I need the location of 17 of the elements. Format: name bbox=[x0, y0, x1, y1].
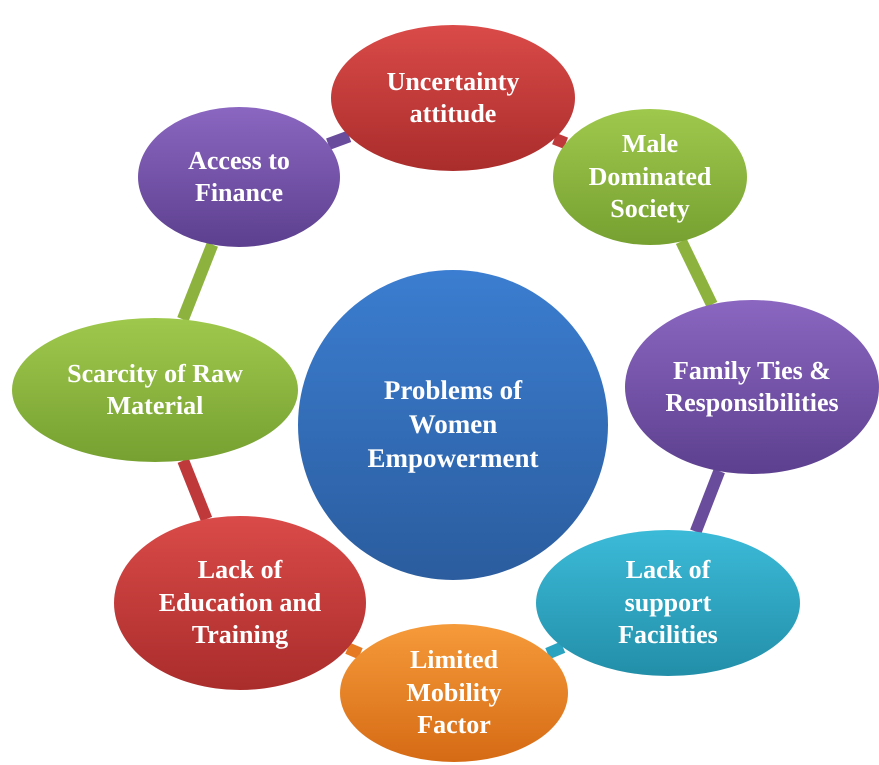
topic-label: Access to Finance bbox=[187, 144, 291, 209]
topic-label: Scarcity of Raw Material bbox=[66, 358, 244, 422]
topic-label: Uncertainty attitude bbox=[386, 66, 520, 130]
central-title: Problems of Women Empowerment bbox=[366, 374, 540, 475]
connector-line bbox=[178, 458, 212, 522]
connector-line bbox=[552, 133, 568, 149]
connector-line bbox=[676, 238, 718, 308]
connector-line bbox=[545, 642, 566, 660]
connector-line bbox=[326, 130, 352, 150]
topic-label: Male Dominated Society bbox=[588, 128, 712, 226]
topic-label: Lack of support Facilities bbox=[617, 554, 719, 652]
connector-line bbox=[345, 642, 363, 660]
topic-label: Limited Mobility Factor bbox=[405, 644, 503, 742]
topic-label: Family Ties & Responsibilities bbox=[664, 354, 840, 419]
topic-label: Lack of Education and Training bbox=[158, 554, 322, 652]
connector-line bbox=[690, 468, 725, 534]
connector-line bbox=[177, 242, 218, 322]
